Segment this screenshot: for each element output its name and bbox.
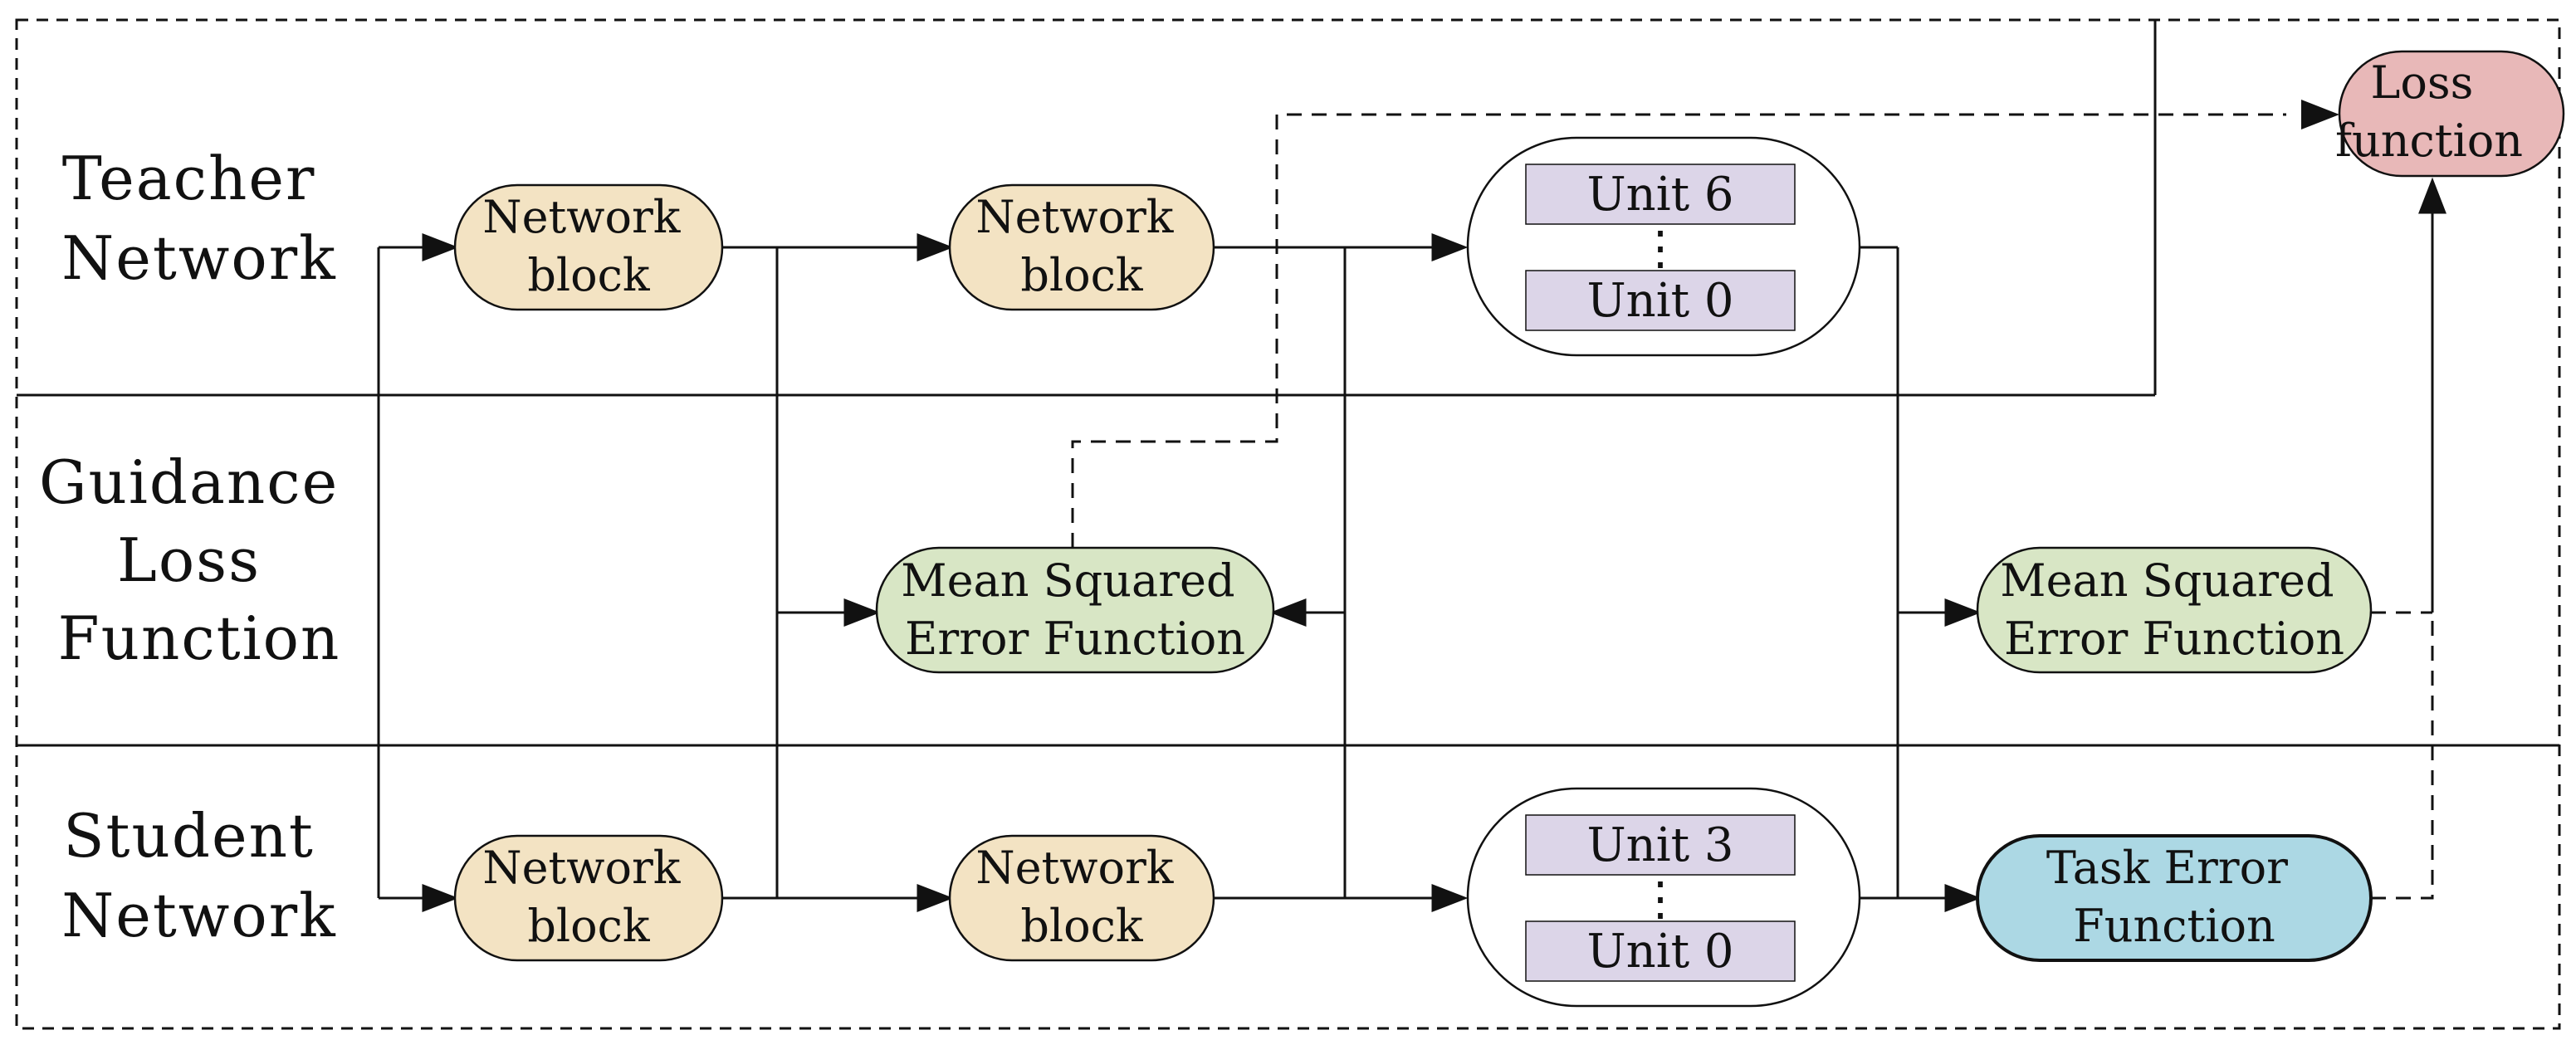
- teacher-unit-ellipsis: ⋮: [1637, 222, 1684, 276]
- svg-text:Mean Squared Error Funct: Mean Squared Error Function: [2000, 554, 2348, 665]
- teacher-network-block-1: Network block: [453, 183, 724, 311]
- svg-text:Network block: Network block: [482, 191, 694, 301]
- svg-text:Network block: Network block: [975, 842, 1187, 952]
- loss-input-arrowhead: [2301, 100, 2339, 129]
- teacher-unit-group: Unit 6 ⋮ Unit 0: [1466, 136, 1861, 357]
- svg-text:Task Error Function: Task Error Function: [2046, 842, 2302, 952]
- student-network-block-2: Network block: [948, 834, 1215, 962]
- student-unit-ellipsis: ⋮: [1637, 872, 1684, 926]
- mse-node-left: Mean Squared Error Function: [875, 546, 1275, 674]
- dashed-connectors: [1071, 113, 2434, 900]
- mse-node-right: Mean Squared Error Function: [1976, 546, 2373, 674]
- lane-title-student: Student Network: [61, 801, 337, 950]
- loss-function-node: Loss function: [2335, 50, 2565, 178]
- student-network-block-1: Network block: [453, 834, 724, 962]
- student-unit-bottom: Unit 0: [1586, 925, 1733, 979]
- teacher-network-block-2: Network block: [948, 183, 1215, 311]
- student-unit-top: Unit 3: [1586, 818, 1733, 872]
- svg-text:Network block: Network block: [482, 842, 694, 952]
- task-error-function-node: Task Error Function: [1976, 834, 2373, 962]
- lane-title-guidance: Guidance Loss Function: [39, 447, 359, 673]
- student-unit-group: Unit 3 ⋮ Unit 0: [1466, 787, 1861, 1008]
- svg-text:Mean Squared Error Funct: Mean Squared Error Function: [901, 554, 1249, 665]
- svg-text:Loss function: Loss function: [2335, 56, 2523, 167]
- svg-text:Network block: Network block: [975, 191, 1187, 301]
- lane-title-teacher: Teacher Network: [61, 144, 337, 293]
- solid-connectors: [377, 177, 2446, 912]
- teacher-unit-top: Unit 6: [1586, 168, 1733, 222]
- outer-frame: [15, 18, 2561, 1030]
- teacher-unit-bottom: Unit 0: [1586, 274, 1733, 328]
